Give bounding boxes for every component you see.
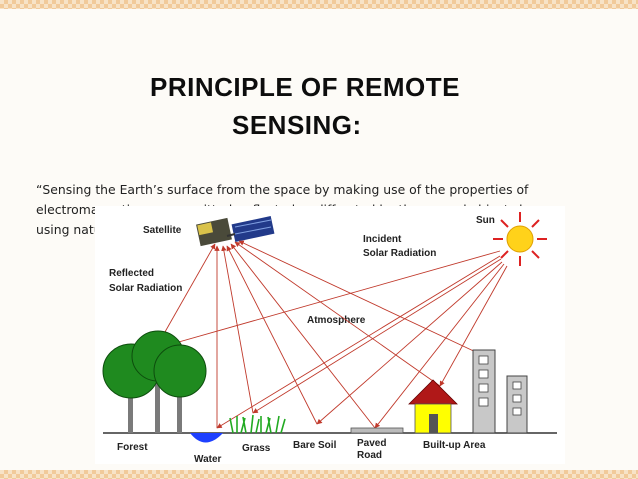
label-bare-soil: Bare Soil bbox=[293, 440, 337, 451]
label-incident-line1: Incident bbox=[363, 234, 402, 245]
label-grass: Grass bbox=[242, 443, 271, 454]
tree-icon bbox=[102, 330, 207, 433]
paved-road bbox=[350, 427, 404, 434]
quote-line-1: “Sensing the Earth’s surface from the sp… bbox=[36, 182, 529, 197]
building-icon bbox=[472, 349, 528, 434]
slide-title: PRINCIPLE OF REMOTE SENSING: bbox=[150, 68, 530, 144]
label-atmosphere: Atmosphere bbox=[307, 315, 366, 326]
label-reflected-line2: Solar Radiation bbox=[109, 283, 182, 294]
label-water: Water bbox=[194, 454, 222, 464]
bottom-border-decoration bbox=[0, 470, 638, 479]
label-satellite: Satellite bbox=[143, 225, 182, 236]
label-reflected-line1: Reflected bbox=[109, 268, 154, 279]
label-forest: Forest bbox=[117, 442, 148, 453]
house-icon bbox=[408, 379, 458, 434]
diagram-svg: Satellite Sun Incident Solar Radiation R… bbox=[102, 212, 557, 464]
label-builtup: Built-up Area bbox=[423, 440, 486, 451]
label-incident-line2: Solar Radiation bbox=[363, 248, 436, 259]
label-sun: Sun bbox=[476, 215, 495, 226]
sun-icon bbox=[493, 212, 547, 266]
label-paved-line2: Road bbox=[357, 450, 382, 461]
label-paved-line1: Paved bbox=[357, 438, 386, 449]
title-line-1: PRINCIPLE OF REMOTE bbox=[150, 72, 460, 102]
title-line-2: SENSING: bbox=[232, 110, 362, 140]
grass-patch bbox=[229, 414, 286, 434]
remote-sensing-diagram: Satellite Sun Incident Solar Radiation R… bbox=[95, 206, 565, 464]
top-border-decoration bbox=[0, 0, 638, 9]
reflected-rays bbox=[156, 240, 481, 429]
satellite-icon bbox=[196, 216, 275, 247]
water-body bbox=[190, 433, 223, 443]
incident-rays bbox=[146, 250, 508, 429]
